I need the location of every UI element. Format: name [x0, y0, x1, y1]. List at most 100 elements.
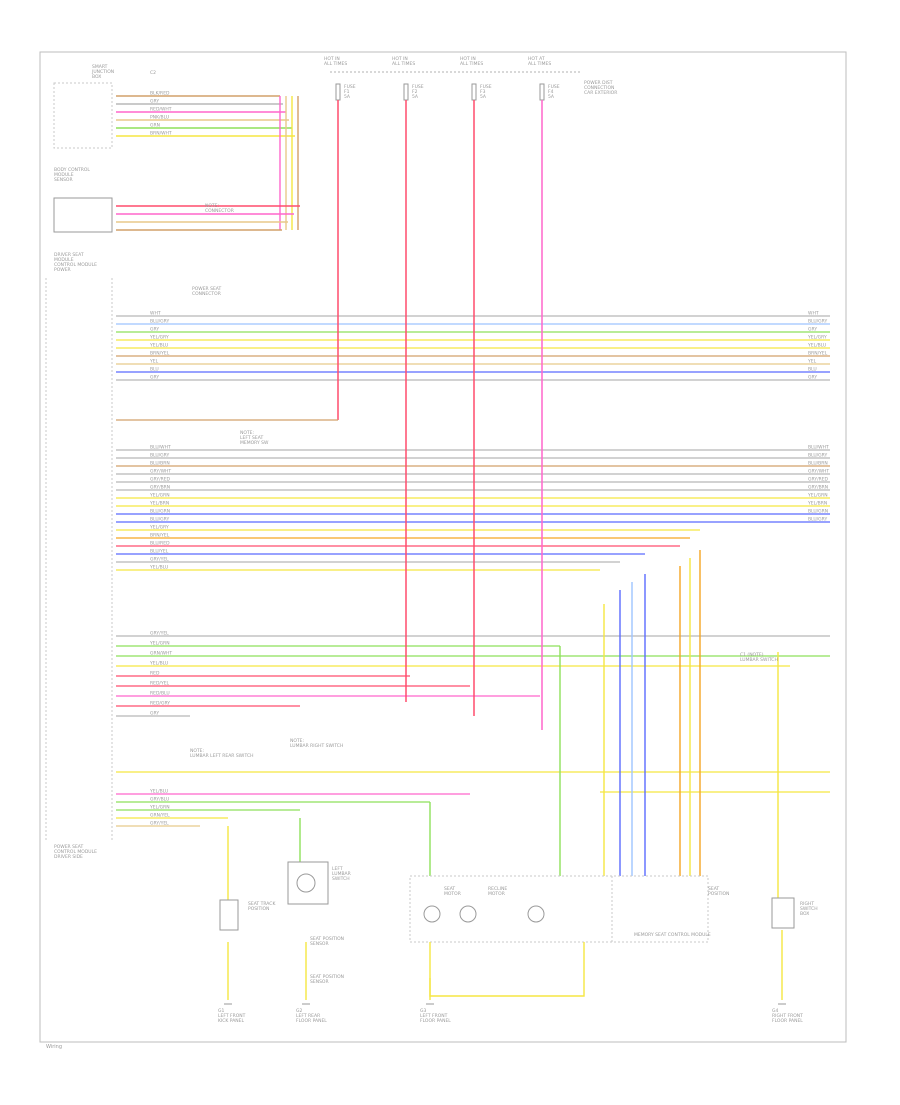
wire-label: BLU/GRY: [808, 319, 828, 325]
svg-text:SEAT: SEAT: [444, 886, 455, 892]
ground-label: RIGHT FRONT: [772, 1013, 803, 1019]
wire-label: RED/GRY: [150, 701, 170, 707]
svg-text:SEAT POSITION: SEAT POSITION: [310, 936, 344, 942]
wire-label: GRY: [150, 711, 159, 717]
footer-label: Wiring: [46, 1044, 62, 1050]
wire-label: YEL/GRY: [807, 335, 827, 341]
svg-text:CONTROL MODULE: CONTROL MODULE: [54, 262, 97, 268]
wire-label: YEL/GRN: [149, 641, 170, 647]
smart-junction-box: SMART JUNCTION BOX C2: [53, 64, 156, 149]
wire-label: WHT: [150, 311, 161, 317]
ground-label: KICK PANEL: [218, 1018, 245, 1024]
svg-text:NOTE:: NOTE:: [290, 738, 304, 744]
wire-label: YEL/BRN: [149, 501, 169, 507]
wire-label: BLU/GRY: [150, 517, 170, 523]
wire-label: RED/YEL: [150, 681, 170, 687]
right-switch-box: RIGHT SWITCH BOX: [771, 897, 818, 929]
note-connector: NOTE: CONNECTOR: [205, 203, 234, 214]
svg-text:BOX: BOX: [800, 911, 809, 917]
wire-label: GRY/BLU: [150, 797, 169, 803]
note-lumbar-right: NOTE: LUMBAR RIGHT SWITCH: [290, 738, 343, 749]
wire-label: YEL/GRY: [149, 525, 169, 531]
fuse-label: ALL TIMES: [324, 61, 347, 67]
svg-text:POSITION: POSITION: [708, 891, 729, 897]
fuse-label: F1: [344, 89, 350, 95]
wire-label: BLU: [808, 367, 817, 373]
wire-label: GRY/WHT: [808, 469, 829, 475]
svg-text:POSITION: POSITION: [248, 906, 269, 912]
wire-label: BLU/GRN: [150, 509, 170, 515]
svg-text:MEMORY SEAT CONTROL MODULE: MEMORY SEAT CONTROL MODULE: [634, 932, 711, 938]
svg-text:BODY CONTROL: BODY CONTROL: [54, 167, 90, 173]
wire-label: GRY: [808, 327, 817, 333]
svg-text:NOTE:: NOTE:: [190, 748, 204, 754]
fuse-note: POWER DIST CONNECTION CAR EXTERIOR: [584, 80, 617, 96]
wire-label: GRN/YEL: [150, 813, 170, 819]
ground-label: G2: [296, 1008, 302, 1014]
svg-text:JUNCTION: JUNCTION: [91, 69, 114, 75]
fuse-symbol: [335, 83, 341, 101]
svg-text:POWER: POWER: [54, 267, 71, 273]
diagram-border: [39, 51, 847, 1043]
wire-label: PNK/BLU: [150, 115, 169, 121]
wire-label: GRY/WHT: [150, 469, 171, 475]
driver-seat-module: DRIVER SEAT MODULE CONTROL MODULE POWER: [45, 252, 113, 840]
wire-label: BLU/GRY: [808, 453, 828, 459]
wire-label: BLU/WHT: [150, 445, 171, 451]
svg-text:SENSOR: SENSOR: [310, 941, 329, 947]
svg-text:CONNECTOR: CONNECTOR: [205, 208, 234, 214]
wire-label: YEL: [149, 359, 159, 365]
wire-label: YEL/BLU: [149, 565, 168, 571]
wire-label: BLK/RED: [150, 91, 170, 97]
main-module-label: POWER SEAT CONTROL MODULE DRIVER SIDE: [54, 844, 97, 860]
ground-label: G3: [420, 1008, 426, 1014]
wire-label: BLU/RED: [150, 541, 170, 547]
lumbar-switch-component: LEFT LUMBAR SWITCH: [287, 861, 351, 905]
ground-label: FLOOR PANEL: [296, 1018, 327, 1024]
svg-text:MEMORY SW: MEMORY SW: [240, 440, 269, 446]
wire-label: GRY/RED: [808, 477, 829, 483]
ground-label: G4: [772, 1008, 778, 1014]
svg-text:BOX: BOX: [92, 74, 101, 80]
wire-label: BLU/YEL: [150, 549, 169, 555]
fuse-label: FUSE: [480, 84, 492, 90]
fuse-label: 5A: [344, 94, 351, 100]
fuse-label: ALL TIMES: [528, 61, 551, 67]
svg-text:POWER SEAT: POWER SEAT: [192, 286, 222, 292]
note-lumbar-left-rear: NOTE: LUMBAR LEFT REAR SWITCH: [190, 748, 253, 759]
wire-label: YEL/GRN: [149, 493, 170, 499]
fuse-label: HOT IN: [392, 56, 408, 62]
fuse-label: F3: [480, 89, 486, 95]
svg-text:CONNECTOR: CONNECTOR: [192, 291, 221, 297]
fuse-label: ALL TIMES: [460, 61, 483, 67]
wire-label: GRY: [150, 375, 159, 381]
wire-label: BLU/WHT: [808, 445, 829, 451]
wire-label: BRN/WHT: [150, 131, 172, 137]
ground-label: FLOOR PANEL: [772, 1018, 803, 1024]
note-lumbar-switch: C1 (NOTE) LUMBAR SWITCH: [740, 652, 778, 663]
svg-text:MOTOR: MOTOR: [444, 891, 461, 897]
fuse-label: 5A: [548, 94, 555, 100]
svg-text:CONTROL MODULE: CONTROL MODULE: [54, 849, 97, 855]
wire-label: WHT: [808, 311, 819, 317]
svg-text:NOTE:: NOTE:: [205, 203, 219, 209]
wire-label: YEL/GRY: [149, 335, 169, 341]
wire-label: BLU/BRN: [808, 461, 828, 467]
svg-text:SWITCH: SWITCH: [800, 906, 818, 912]
fuse-label: 5A: [412, 94, 419, 100]
svg-text:SEAT: SEAT: [708, 886, 719, 892]
wire-label: BLU/GRN: [808, 509, 828, 515]
wire-label: BRN/YEL: [150, 533, 170, 539]
wire-label: YEL/BLU: [149, 343, 168, 349]
ground-label: G1: [218, 1008, 224, 1014]
wire-label: GRY/BRN: [808, 485, 828, 491]
wire-label: GRY/YEL: [150, 821, 169, 827]
note-power-seat-connector: POWER SEAT CONNECTOR: [192, 286, 222, 297]
svg-text:LUMBAR: LUMBAR: [332, 871, 351, 877]
